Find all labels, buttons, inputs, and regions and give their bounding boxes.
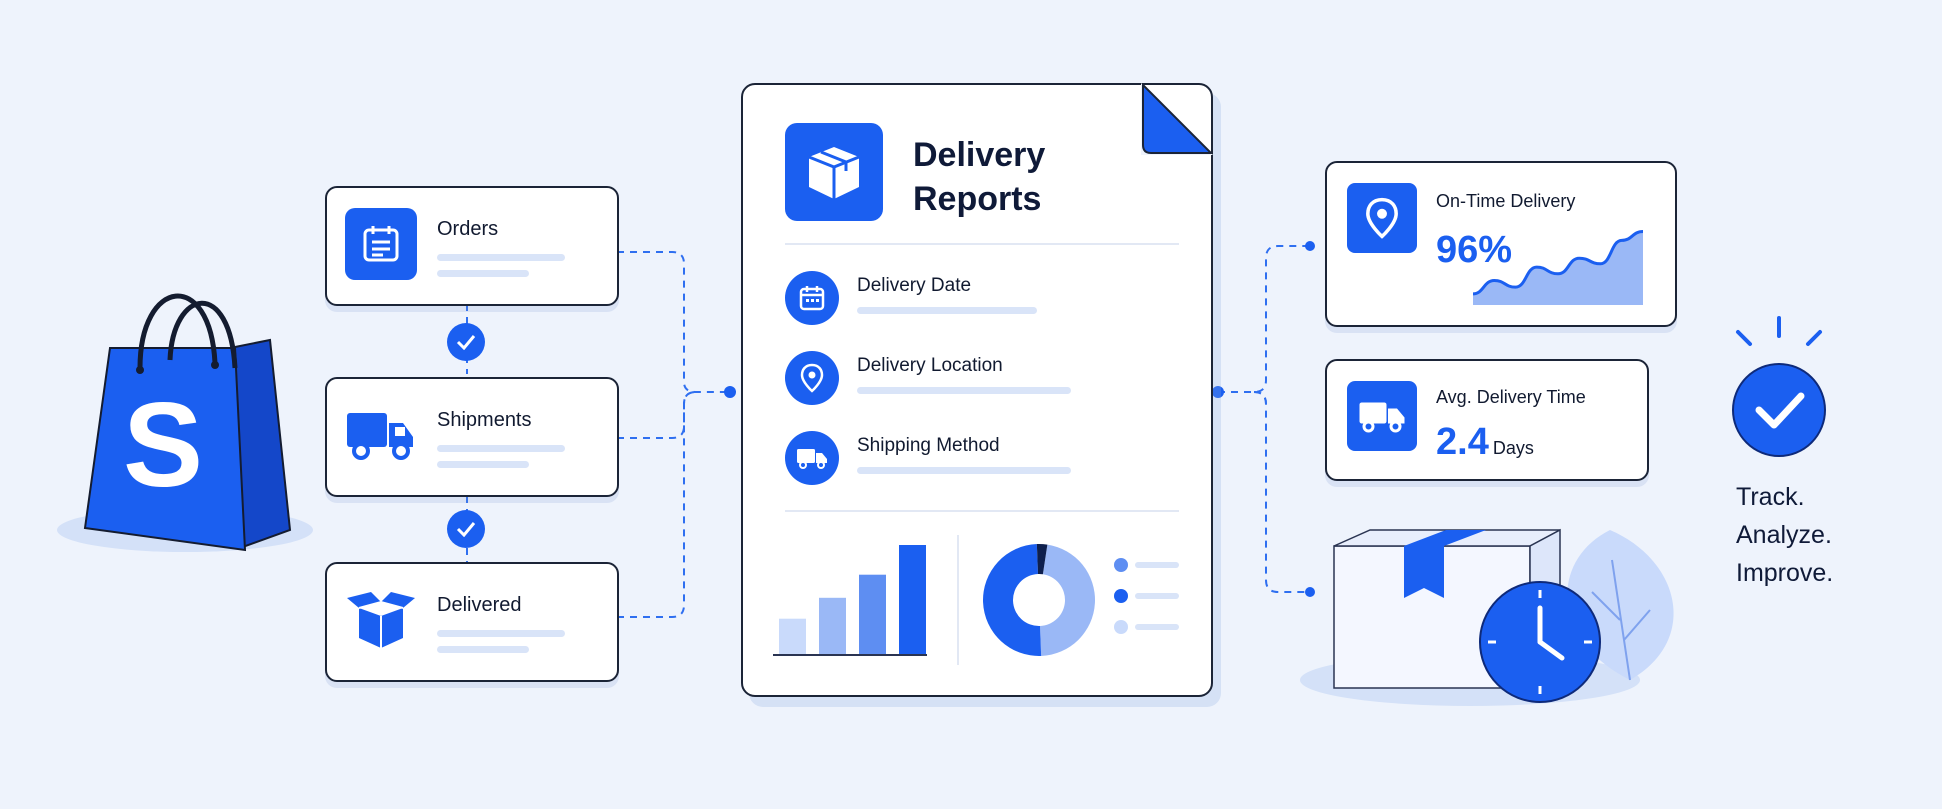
field-label: Delivery Date: [857, 275, 972, 296]
placeholder-line: [437, 254, 565, 261]
placeholder-line: [857, 387, 1071, 394]
stage-label: Shipments: [437, 409, 532, 431]
calendar-icon: [785, 271, 839, 325]
divider: [785, 243, 1179, 245]
metric-unit: Days: [1492, 438, 1534, 458]
report-title: Delivery Reports: [913, 133, 1045, 221]
check-icon: [447, 323, 485, 361]
legend-dot: [1114, 620, 1128, 634]
stage-label: Orders: [437, 218, 499, 240]
truck-icon: [785, 431, 839, 485]
stage-label: Delivered: [437, 594, 522, 616]
report-title-line-1: Delivery: [913, 136, 1046, 174]
package-clock-illustration: [1300, 528, 1674, 706]
field-label: Shipping Method: [857, 435, 1000, 456]
bar: [899, 545, 926, 655]
placeholder-line: [437, 270, 529, 277]
connector-node-left: [724, 386, 736, 398]
metric-number: 2.4: [1436, 421, 1489, 463]
connector-on-time: [1218, 245, 1310, 393]
legend-dot: [1114, 589, 1128, 603]
donut-legend: [1114, 558, 1179, 634]
delivery-report-card[interactable]: Delivery Reports Delivery Date Delivery …: [741, 83, 1213, 697]
tagline: Track. Analyze. Improve.: [1736, 478, 1833, 592]
tagline-line: Improve.: [1736, 559, 1834, 587]
open-box-icon: [345, 584, 417, 656]
metric-value: 96%: [1436, 229, 1513, 271]
truck-icon: [345, 399, 417, 471]
stage-card-delivered[interactable]: Delivered: [325, 562, 619, 682]
donut-slice: [1036, 544, 1048, 575]
connector-package: [1253, 391, 1310, 593]
on-time-delivery-card[interactable]: On-Time Delivery 96%: [1325, 161, 1677, 327]
chart-separator: [957, 535, 959, 665]
donut-slice: [1040, 544, 1095, 656]
report-title-line-2: Reports: [913, 180, 1042, 218]
connector-node-package: [1305, 587, 1315, 597]
placeholder-line: [857, 307, 1037, 314]
bar: [819, 597, 846, 655]
bar-chart: [773, 545, 927, 656]
legend-placeholder: [1135, 593, 1179, 599]
placeholder-line: [857, 467, 1071, 474]
connector-delivered: [617, 391, 697, 618]
connector-node-right: [1212, 386, 1224, 398]
legend-dot: [1114, 558, 1128, 572]
bar: [779, 618, 806, 655]
stage-card-orders[interactable]: Orders: [325, 186, 619, 306]
divider: [785, 510, 1179, 512]
connector-orders: [617, 251, 730, 393]
svg-text:S: S: [123, 378, 203, 512]
check-circle-icon: [1732, 316, 1826, 457]
metric-title: On-Time Delivery: [1436, 191, 1576, 211]
connector-avg-time: [1253, 391, 1267, 408]
truck-icon: [1347, 381, 1417, 451]
placeholder-line: [437, 630, 565, 637]
connector-node-on-time: [1305, 241, 1315, 251]
trend-area-chart: [1472, 229, 1644, 305]
page-fold-icon: [1141, 83, 1213, 155]
metric-title: Avg. Delivery Time: [1436, 387, 1586, 407]
location-pin-icon: [1347, 183, 1417, 253]
donut-chart: [983, 544, 1095, 656]
trend-line: [1472, 229, 1644, 296]
placeholder-line: [437, 461, 529, 468]
package-icon: [785, 123, 883, 221]
legend-placeholder: [1135, 624, 1179, 630]
check-icon: [447, 510, 485, 548]
area-fill: [1473, 231, 1643, 305]
field-label: Delivery Location: [857, 355, 1003, 376]
legend-placeholder: [1135, 562, 1179, 568]
placeholder-line: [437, 445, 565, 452]
bar: [859, 574, 886, 655]
tagline-line: Analyze.: [1736, 521, 1832, 549]
calendar-icon: [345, 208, 417, 280]
placeholder-line: [437, 646, 529, 653]
shopping-bag-icon: S: [57, 293, 313, 552]
tagline-line: Track.: [1736, 483, 1805, 511]
donut-slice: [983, 544, 1042, 656]
stage-card-shipments[interactable]: Shipments: [325, 377, 619, 497]
clock-icon: [1479, 581, 1601, 703]
location-pin-icon: [785, 351, 839, 405]
